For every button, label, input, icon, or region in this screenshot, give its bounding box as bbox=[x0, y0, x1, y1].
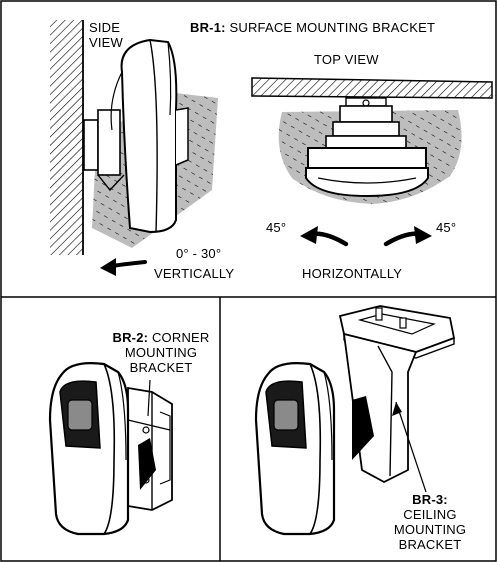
vertical-rotation-arrow bbox=[110, 260, 147, 268]
ceiling-hatched bbox=[251, 77, 493, 99]
br1-code: BR-1: bbox=[190, 20, 226, 35]
wall-hatched bbox=[50, 20, 83, 255]
top-view-label: TOP VIEW bbox=[314, 52, 379, 67]
br3-drawing bbox=[254, 305, 456, 536]
angle-right-label: 45° bbox=[436, 220, 457, 235]
br2-label: BR-2: CORNER MOUNTING BRACKET bbox=[112, 330, 210, 375]
sensor-side-body bbox=[120, 38, 178, 234]
br3-label: BR-3: CEILING MOUNTING BRACKET bbox=[393, 492, 467, 552]
br1-title: BR-1: SURFACE MOUNTING BRACKET bbox=[190, 20, 435, 35]
vertical-range-label: 0° - 30° bbox=[176, 246, 222, 261]
br2-code: BR-2: bbox=[112, 330, 149, 345]
br2-drawing bbox=[48, 362, 173, 536]
br1-title-text: SURFACE MOUNTING BRACKET bbox=[229, 20, 436, 35]
side-view-label: SIDE VIEW bbox=[89, 20, 124, 50]
horizontal-left-arrow bbox=[309, 231, 349, 247]
vertical-label: VERTICALLY bbox=[154, 266, 235, 281]
side-view-drawing bbox=[50, 20, 218, 276]
sensor-top-body bbox=[307, 147, 427, 169]
angle-left-label: 45° bbox=[266, 220, 287, 235]
horizontal-label: HORIZONTALLY bbox=[302, 266, 403, 281]
br3-code: BR-3: bbox=[412, 492, 448, 507]
horizontal-right-arrow bbox=[383, 231, 423, 247]
top-view-drawing bbox=[251, 77, 493, 247]
